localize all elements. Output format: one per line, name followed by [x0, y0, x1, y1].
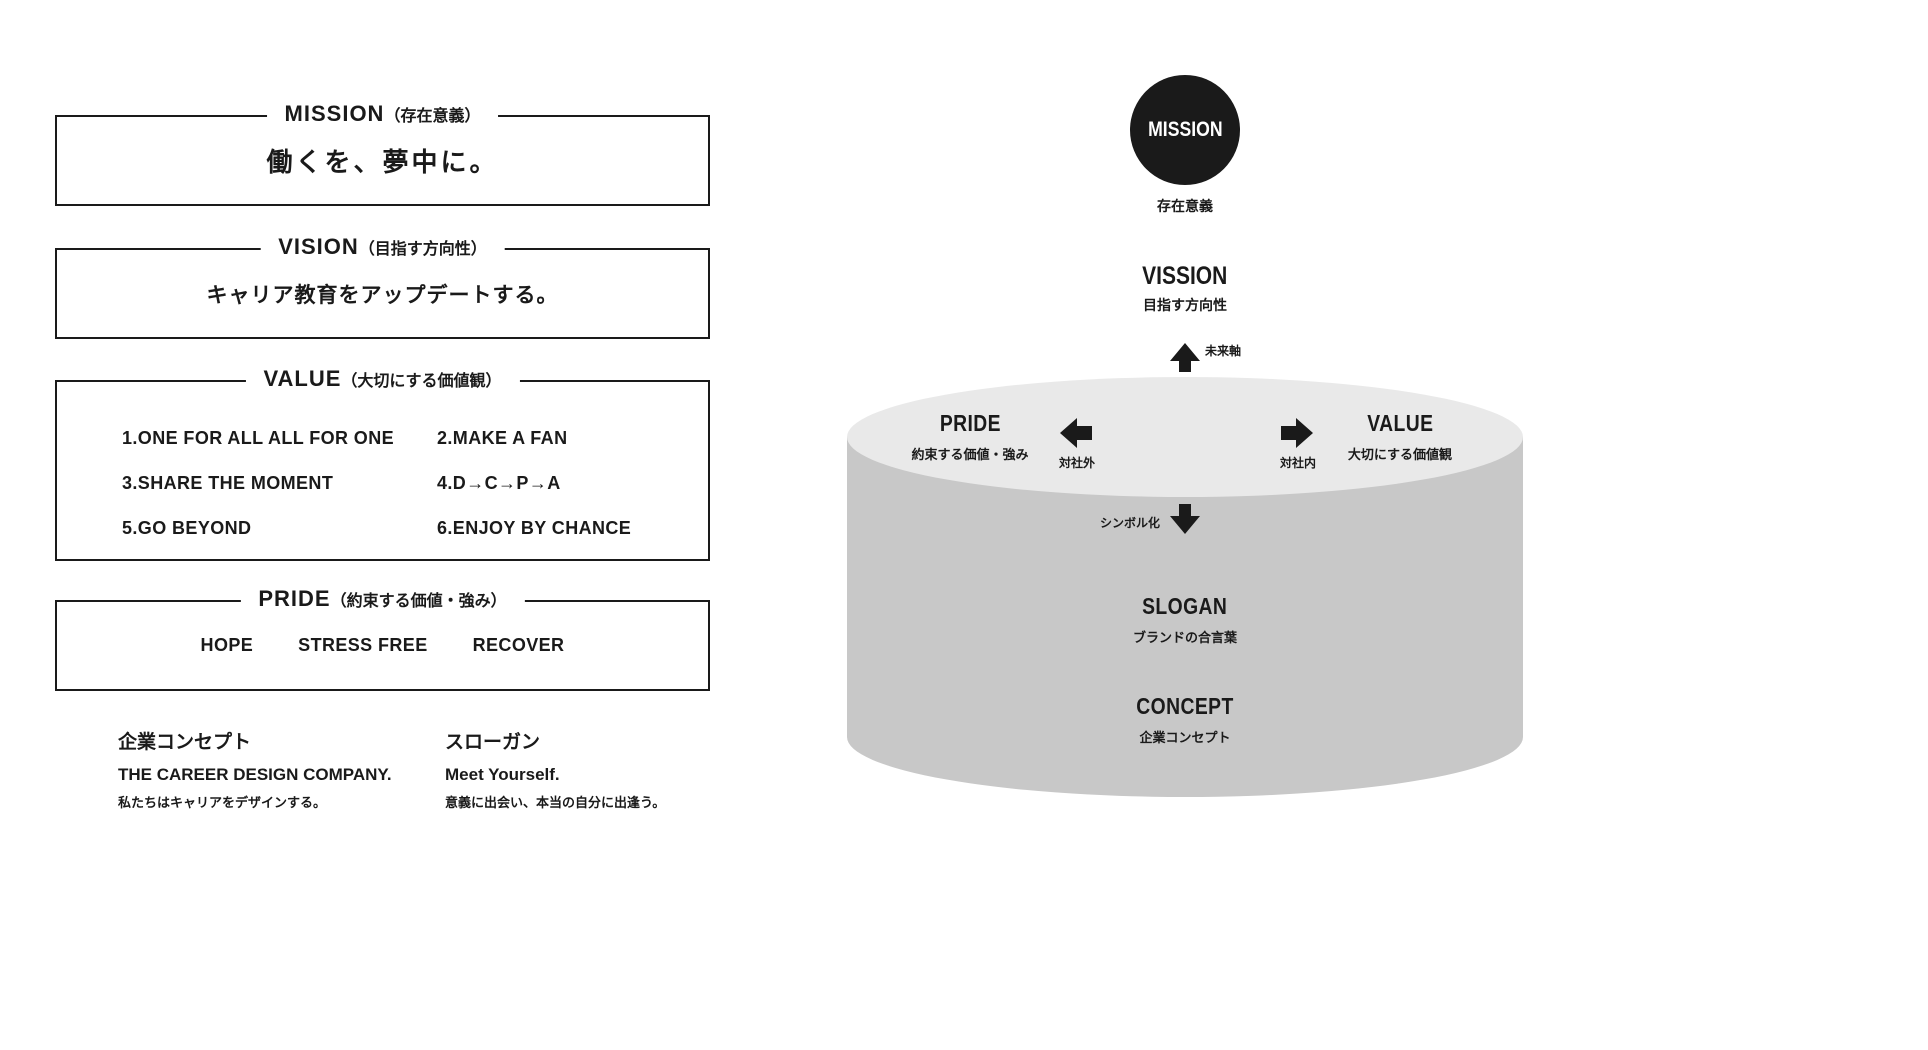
right-arrow-icon: [1281, 418, 1313, 448]
value-box-title-ja: （大切にする価値観）: [341, 373, 502, 390]
value-item: 6.ENJOY BY CHANCE: [437, 518, 632, 538]
slogan-section-label: スローガン: [445, 732, 541, 753]
slogan-en-text: Meet Yourself.: [445, 765, 560, 784]
mission-statement: 働くを、夢中に。: [266, 147, 499, 177]
outward-label: 対社外: [1058, 456, 1095, 470]
mission-circle-label: MISSION: [1147, 118, 1223, 141]
pride-box-title-ja: （約束する価値・強み）: [330, 593, 507, 610]
mission-box: MISSION（存在意義） 働くを、夢中に。: [55, 101, 710, 206]
value-item: 1.ONE FOR ALL ALL FOR ONE: [122, 428, 395, 448]
pride-label-text: PRIDE: [939, 410, 1001, 436]
pride-sub-label: 約束する価値・強み: [911, 447, 1029, 462]
slogan-section: スローガン Meet Yourself. 意義に出会い、本当の自分に出逢う。: [445, 727, 665, 811]
vision-label-text: VISSION: [1142, 262, 1228, 290]
value-box-title-en: VALUE: [263, 366, 342, 391]
pride-label: PRIDE: [820, 410, 1120, 437]
up-arrow-icon: [1170, 343, 1200, 372]
slogan-label-text: SLOGAN: [1142, 593, 1228, 619]
mission-box-title-ja: （存在意義）: [384, 108, 481, 125]
value-box: VALUE（大切にする価値観） 1.ONE FOR ALL ALL FOR ON…: [55, 366, 710, 561]
concept-en-text: THE CAREER DESIGN COMPANY.: [118, 765, 392, 784]
value-label: VALUE: [1250, 410, 1550, 437]
vision-box: VISION（目指す方向性） キャリア教育をアップデートする。: [55, 234, 710, 339]
pride-box: PRIDE（約束する価値・強み） HOPE STRESS FREE RECOVE…: [55, 586, 710, 691]
inward-label: 対社内: [1279, 456, 1316, 470]
value-item: 2.MAKE A FAN: [437, 428, 568, 448]
cylinder-bottom-ellipse: [847, 677, 1523, 797]
vision-box-title: VISION（目指す方向性）: [260, 234, 505, 260]
value-item: 3.SHARE THE MOMENT: [122, 473, 334, 493]
down-arrow-icon: [1170, 504, 1200, 534]
pride-item: RECOVER: [472, 635, 565, 655]
pride-box-title: PRIDE（約束する価値・強み）: [240, 586, 525, 612]
symbolize-label: シンボル化: [1099, 516, 1160, 530]
concept-section: 企業コンセプト THE CAREER DESIGN COMPANY. 私たちはキ…: [118, 727, 392, 811]
concept-label: CONCEPT: [1035, 693, 1335, 720]
concept-label-text: CONCEPT: [1136, 693, 1234, 719]
mission-sub-label: 存在意義: [1157, 198, 1213, 214]
future-axis-label: 未来軸: [1204, 344, 1241, 358]
mission-circle: MISSION: [1130, 75, 1240, 185]
cylinder-diagram-svg: [847, 343, 1523, 797]
value-item: 4.D→C→P→A: [437, 473, 561, 493]
vision-statement: キャリア教育をアップデートする。: [206, 283, 559, 307]
concept-sub-label: 企業コンセプト: [1139, 730, 1231, 745]
mission-box-title: MISSION（存在意義）: [266, 101, 499, 127]
value-items: 1.ONE FOR ALL ALL FOR ONE 2.MAKE A FAN 3…: [122, 428, 631, 539]
mission-box-title-en: MISSION: [284, 101, 385, 126]
vision-label: VISSION: [1035, 262, 1335, 291]
pride-items: HOPE STRESS FREE RECOVER: [57, 602, 708, 689]
value-label-text: VALUE: [1366, 410, 1434, 436]
vision-box-title-ja: （目指す方向性）: [358, 241, 487, 258]
slogan-sub-label: ブランドの合言葉: [1132, 630, 1237, 645]
value-box-title: VALUE（大切にする価値観）: [245, 366, 520, 392]
value-sub-label: 大切にする価値観: [1347, 447, 1453, 462]
slogan-label: SLOGAN: [1035, 593, 1335, 620]
cylinder-top-ellipse: [847, 377, 1523, 497]
pride-box-title-en: PRIDE: [258, 586, 331, 611]
concept-ja-text: 私たちはキャリアをデザインする。: [118, 795, 327, 810]
pride-item: STRESS FREE: [298, 635, 428, 655]
slogan-ja-text: 意義に出会い、本当の自分に出逢う。: [445, 795, 666, 810]
pride-item: HOPE: [200, 635, 254, 655]
vision-sub-label: 目指す方向性: [1143, 297, 1227, 313]
vision-box-title-en: VISION: [278, 234, 359, 259]
value-item: 5.GO BEYOND: [122, 518, 252, 538]
concept-section-label: 企業コンセプト: [118, 732, 252, 753]
left-arrow-icon: [1060, 418, 1092, 448]
